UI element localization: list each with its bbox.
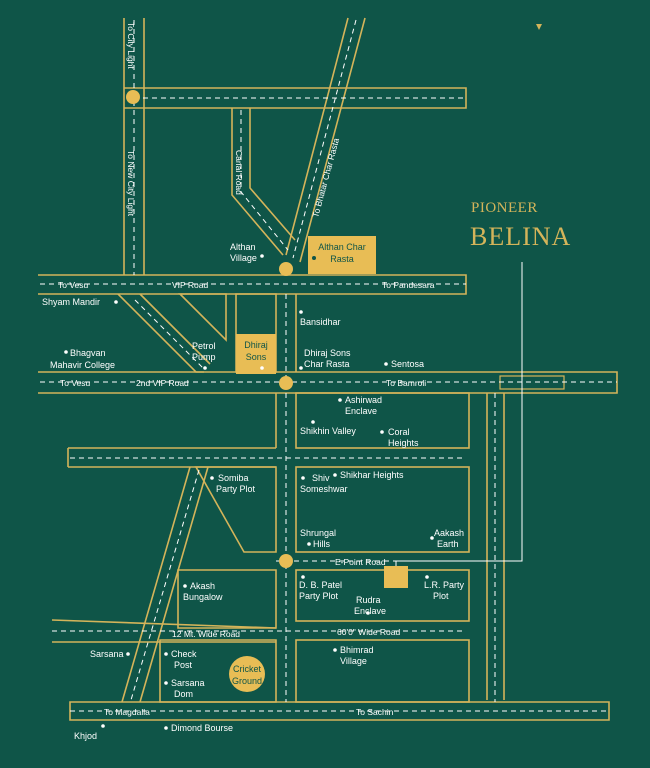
brand-line1: PIONEER: [471, 200, 538, 216]
road-to-vesu-2: To Vesu: [60, 378, 91, 388]
place-shikhin-valley: Shikhin Valley: [300, 426, 356, 436]
place-db-patel-1: D. B. Patel: [299, 580, 342, 590]
place-lr-party-1: L.R. Party: [424, 580, 465, 590]
place-ashirwad-2: Enclave: [345, 406, 377, 416]
place-akash-bungalow-1: Akash: [190, 581, 215, 591]
place-dhiraj-char-2: Char Rasta: [304, 359, 350, 369]
place-shyam-mandir: Shyam Mandir: [42, 297, 100, 307]
place-shrungal-1: Shrungal: [300, 528, 336, 538]
place-bhagvan-1: Bhagvan: [70, 348, 106, 358]
place-coral-2: Heights: [388, 438, 419, 448]
place-khjod: Khjod: [74, 731, 97, 741]
place-sarsana-dom-2: Dom: [174, 689, 193, 699]
project-pointer-line: [395, 262, 523, 566]
place-althan-village-2: Village: [230, 253, 257, 263]
place-sentosa: Sentosa: [391, 359, 424, 369]
place-althan-village-1: Althan: [230, 242, 256, 252]
place-petrol-pump-1: Petrol: [192, 341, 216, 351]
brand-line2: BELINA: [470, 222, 571, 251]
place-sarsana-dom-1: Sarsana: [171, 678, 205, 688]
place-petrol-pump-2: Pump: [192, 352, 216, 362]
junction-top-left: [126, 90, 140, 104]
althan-char-rasta-box: [308, 236, 376, 274]
dhiraj-line2: Sons: [246, 352, 267, 362]
road-to-magdalla: To Magdalla: [104, 707, 150, 717]
place-check-post-1: Check: [171, 649, 197, 659]
place-check-post-2: Post: [174, 660, 193, 670]
corner-mark-icon: [536, 24, 542, 30]
place-db-patel-2: Party Plot: [299, 591, 339, 601]
road-outlines: [38, 17, 618, 721]
place-aakash-earth-1: Aakash: [434, 528, 464, 538]
place-somiba-2: Party Plot: [216, 484, 256, 494]
dhiraj-sons-box: [236, 334, 276, 374]
road-to-vesu-1: To Vesu: [58, 280, 89, 290]
project-location-box: [384, 566, 408, 588]
road-to-pandesara: To Pandesara: [382, 280, 435, 290]
junction-althan: [279, 262, 293, 276]
dhiraj-line1: Dhiraj: [244, 340, 268, 350]
road-centerlines: [40, 19, 617, 712]
place-shrungal-2: Hills: [313, 539, 330, 549]
place-coral-1: Coral: [388, 427, 410, 437]
junction-markers: [126, 90, 293, 568]
road-to-bhatar: To Bhatar Char Rasta: [310, 137, 341, 219]
althan-char-line1: Althan Char: [318, 242, 366, 252]
place-akash-bungalow-2: Bungalow: [183, 592, 223, 602]
road-canal: Canal Road: [234, 150, 244, 195]
place-shiv-1: Shiv: [312, 473, 330, 483]
place-rudra-2: Enclave: [354, 606, 386, 616]
place-ashirwad-1: Ashirwad: [345, 395, 382, 405]
place-dots: [64, 254, 434, 730]
road-to-new-city-light: To New City Light: [126, 150, 136, 217]
road-e-point: E-Point Road: [335, 557, 386, 567]
place-bhimrad-1: Bhimrad: [340, 645, 374, 655]
place-bhagvan-2: Mahavir College: [50, 360, 115, 370]
road-60ft: 60'0" Wide Road: [337, 627, 401, 637]
place-dhiraj-char-1: Dhiraj Sons: [304, 348, 351, 358]
althan-dot: [312, 256, 316, 260]
althan-char-line2: Rasta: [330, 254, 354, 264]
cricket-ground-marker: [229, 656, 265, 692]
place-sarsana: Sarsana: [90, 649, 124, 659]
place-dimond-bourse: Dimond Bourse: [171, 723, 233, 733]
place-somiba-1: Somiba: [218, 473, 249, 483]
road-vip: VIP Road: [172, 280, 209, 290]
place-bansidhar: Bansidhar: [300, 317, 341, 327]
cricket-line1: Cricket: [233, 664, 262, 674]
road-2nd-vip: 2nd VIP Road: [136, 378, 189, 388]
road-to-sachin: To Sachin: [356, 707, 394, 717]
place-shikhar-heights: Shikhar Heights: [340, 470, 404, 480]
cricket-line2: Ground: [232, 676, 262, 686]
road-to-bamroli: To Bamroli: [386, 378, 426, 388]
place-shiv-2: Someshwar: [300, 484, 348, 494]
place-lr-party-2: Plot: [433, 591, 449, 601]
road-to-city-light: To City Light: [126, 22, 136, 69]
junction-e-point: [279, 554, 293, 568]
place-aakash-earth-2: Earth: [437, 539, 459, 549]
junction-dhiraj: [279, 376, 293, 390]
place-rudra-1: Rudra: [356, 595, 381, 605]
place-bhimrad-2: Village: [340, 656, 367, 666]
road-12mt: 12 Mt. Wide Road: [172, 629, 240, 639]
